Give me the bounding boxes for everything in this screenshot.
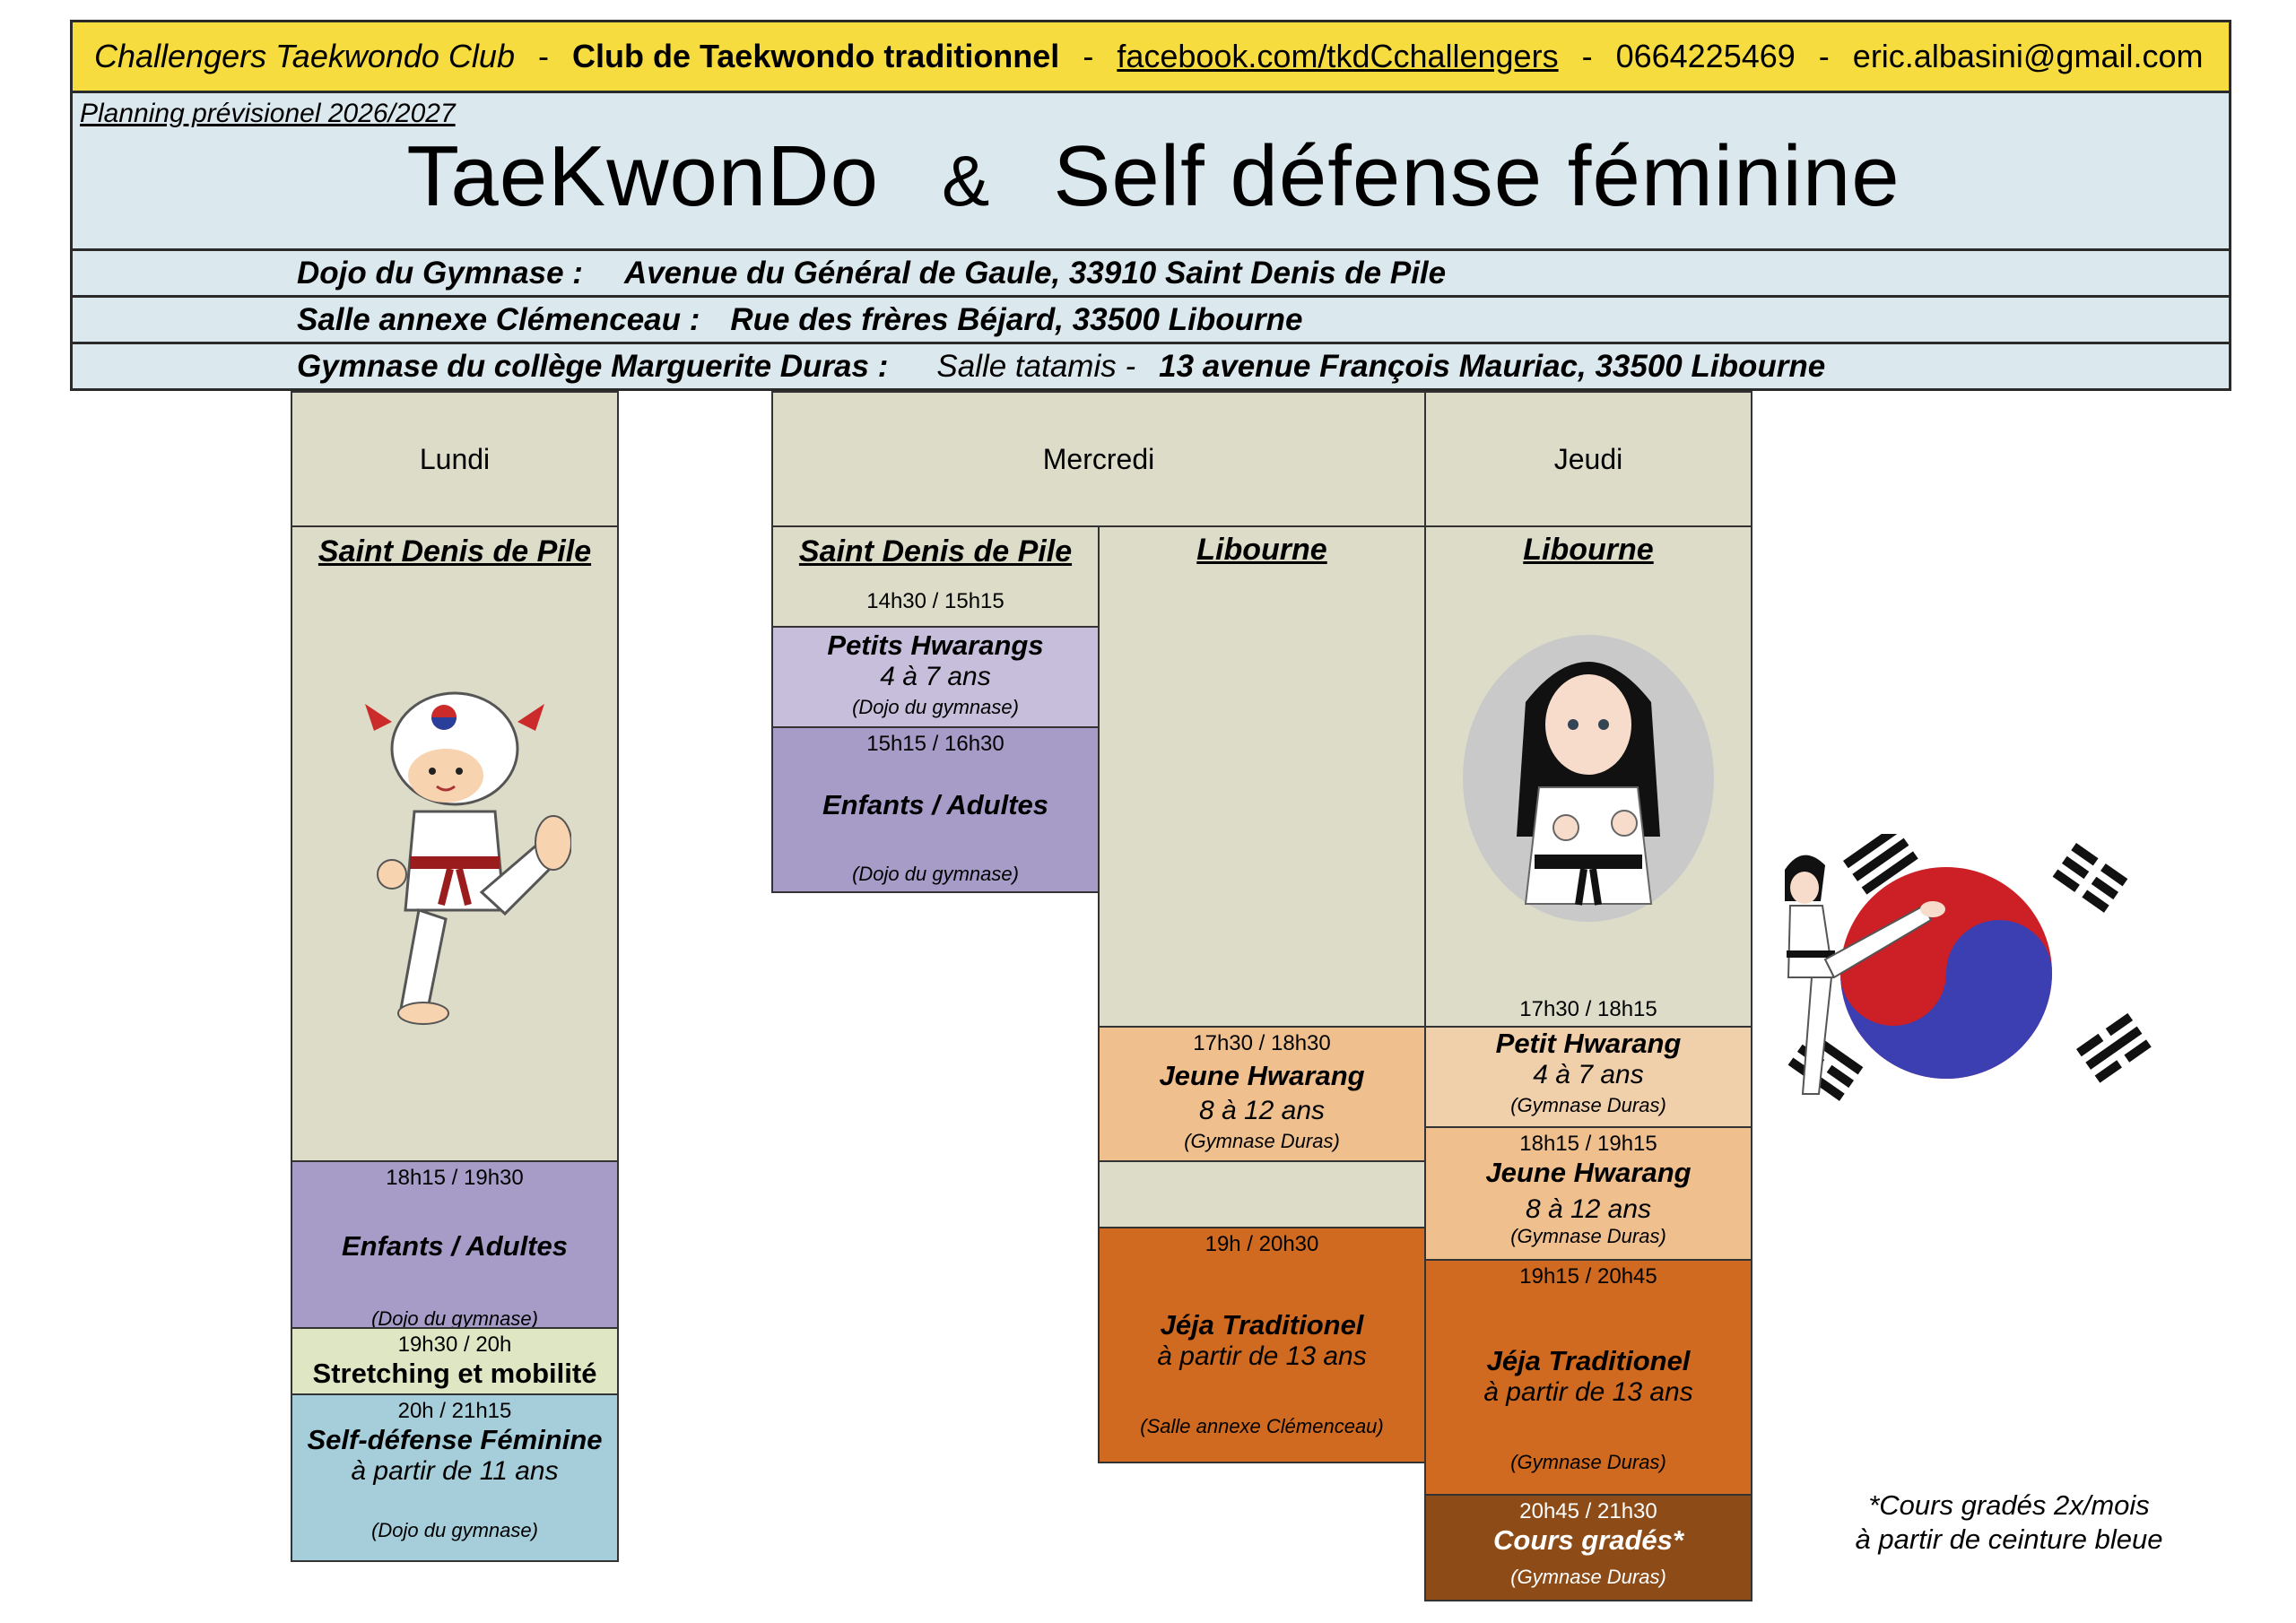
slot-age: 8 à 12 ans xyxy=(1525,1194,1652,1224)
footnote-line: à partir de ceinture bleue xyxy=(1855,1523,2163,1555)
address-text: 13 avenue François Mauriac, 33500 Libour… xyxy=(1159,348,1826,384)
class-slot: Petits Hwarangs 4 à 7 ans (Dojo du gymna… xyxy=(771,626,1100,728)
day-header-mercredi: Mercredi xyxy=(771,391,1426,527)
slot-time: 17h30 / 18h15 xyxy=(1519,997,1657,1021)
separator: - xyxy=(1581,38,1593,74)
slot-class-name: Jeune Hwarang xyxy=(1159,1060,1365,1091)
address-room: Salle tatamis - xyxy=(936,348,1136,384)
slot-place: (Dojo du gymnase) xyxy=(852,863,1019,885)
location-label: Saint Denis de Pile xyxy=(798,534,1073,568)
address-text: Rue des frères Béjard, 33500 Libourne xyxy=(730,301,1303,337)
address-row: Salle annexe Clémenceau : Rue des frères… xyxy=(70,298,2231,344)
title-left: TaeKwonDo xyxy=(406,128,880,224)
day-label: Jeudi xyxy=(1553,442,1623,475)
slot-time: 19h / 20h30 xyxy=(1205,1232,1319,1256)
slot-time: 18h15 / 19h30 xyxy=(386,1166,524,1190)
slot-age: 4 à 7 ans xyxy=(880,662,991,691)
column-lundi: Saint Denis de Pile xyxy=(291,525,619,1162)
class-slot: 19h / 20h30 Jéja Traditionel à partir de… xyxy=(1098,1227,1426,1463)
slot-class-name: Jéja Traditionel xyxy=(1486,1345,1691,1376)
location-label: Libourne xyxy=(1523,533,1654,567)
slot-place: (Gymnase Duras) xyxy=(1184,1130,1340,1152)
slot-class-name: Self-défense Féminine xyxy=(307,1424,603,1455)
header-bar: Challengers Taekwondo Club - Club de Tae… xyxy=(70,20,2231,93)
location-label: Saint Denis de Pile xyxy=(317,534,592,568)
taekwondo-girl-illustration xyxy=(1463,635,1714,922)
slot-class-name: Jeune Hwarang xyxy=(1485,1157,1692,1188)
footnote-line: *Cours gradés 2x/mois xyxy=(1868,1489,2150,1521)
phone-number: 0664225469 xyxy=(1615,38,1796,74)
separator: - xyxy=(1818,38,1830,74)
day-header-jeudi: Jeudi xyxy=(1424,391,1752,527)
class-slot: 17h30 / 18h30 Jeune Hwarang 8 à 12 ans (… xyxy=(1098,1026,1426,1162)
slot-place: (Dojo du gymnase) xyxy=(371,1519,538,1541)
day-label: Mercredi xyxy=(1042,442,1155,475)
slot-time: 20h / 21h15 xyxy=(397,1399,512,1423)
separator: - xyxy=(537,38,549,74)
class-slot: 19h30 / 20h Stretching et mobilité xyxy=(291,1327,619,1395)
slot-place: (Dojo du gymnase) xyxy=(852,696,1019,718)
class-slot: 19h15 / 20h45 Jéja Traditionel à partir … xyxy=(1424,1259,1752,1496)
footnote: *Cours gradés 2x/mois à partir de ceintu… xyxy=(1821,1488,2197,1557)
location-label: Libourne xyxy=(1196,533,1327,567)
address-text: Avenue du Général de Gaule, 33910 Saint … xyxy=(623,255,1447,291)
slot-place: (Gymnase Duras) xyxy=(1510,1566,1666,1588)
address-row: Gymnase du collège Marguerite Duras : Sa… xyxy=(70,344,2231,391)
class-slot: Petit Hwarang 4 à 7 ans (Gymnase Duras) xyxy=(1424,1026,1752,1128)
slot-age: à partir de 11 ans xyxy=(351,1456,559,1486)
class-slot: 20h / 21h15 Self-défense Féminine à part… xyxy=(291,1393,619,1562)
class-slot: 18h15 / 19h15 Jeune Hwarang 8 à 12 ans (… xyxy=(1424,1126,1752,1261)
slot-time: 19h15 / 20h45 xyxy=(1519,1264,1657,1289)
slot-age: à partir de 13 ans xyxy=(1157,1341,1367,1371)
slot-class-name: Cours gradés* xyxy=(1493,1524,1683,1556)
class-slot: 18h15 / 19h30 Enfants / Adultes (Dojo du… xyxy=(291,1160,619,1330)
day-label: Lundi xyxy=(419,442,491,475)
slot-time: 17h30 / 18h30 xyxy=(1193,1031,1331,1055)
slot-class-name: Enfants / Adultes xyxy=(341,1230,569,1262)
slot-age: à partir de 13 ans xyxy=(1483,1377,1693,1407)
club-name: Challengers Taekwondo Club xyxy=(94,38,515,74)
column-mercredi-sdp: Saint Denis de Pile 14h30 / 15h15 xyxy=(771,525,1100,628)
column-jeudi: Libourne 17h30 / 18h15 xyxy=(1424,525,1752,1028)
slot-place: (Gymnase Duras) xyxy=(1510,1451,1666,1473)
planning-label: Planning prévisionel 2026/2027 xyxy=(80,99,456,128)
title-right: Self défense féminine xyxy=(1053,128,1900,224)
main-title: TaeKwonDo&Self défense féminine xyxy=(73,127,2234,226)
title-box: Planning prévisionel 2026/2027 TaeKwonDo… xyxy=(70,93,2231,251)
empty-slot xyxy=(1098,1160,1426,1228)
email-address[interactable]: eric.albasini@gmail.com xyxy=(1852,38,2204,74)
slot-place: (Dojo du gymnase) xyxy=(371,1307,538,1330)
slot-place: (Gymnase Duras) xyxy=(1510,1094,1666,1116)
slot-time: 18h15 / 19h15 xyxy=(1519,1132,1657,1156)
day-header-lundi: Lundi xyxy=(291,391,619,527)
address-venue: Salle annexe Clémenceau : xyxy=(297,301,700,337)
slot-time: 15h15 / 16h30 xyxy=(866,732,1004,756)
slot-time: 14h30 / 15h15 xyxy=(866,589,1004,613)
slot-place: (Salle annexe Clémenceau) xyxy=(1140,1415,1384,1437)
slot-class-name: Stretching et mobilité xyxy=(312,1358,597,1389)
club-subtitle: Club de Taekwondo traditionnel xyxy=(571,38,1060,74)
kid-kicking-illustration xyxy=(365,691,571,1025)
address-row: Dojo du Gymnase : Avenue du Général de G… xyxy=(70,251,2231,298)
separator: - xyxy=(1083,38,1094,74)
slot-place: (Gymnase Duras) xyxy=(1510,1225,1666,1247)
slot-class-name: Enfants / Adultes xyxy=(822,789,1049,820)
slot-age: 8 à 12 ans xyxy=(1198,1096,1326,1125)
facebook-link[interactable]: facebook.com/tkdCchallengers xyxy=(1117,38,1559,74)
korean-flag-kick-illustration xyxy=(1785,834,2152,1101)
slot-time: 20h45 / 21h30 xyxy=(1519,1499,1657,1523)
class-slot: 15h15 / 16h30 Enfants / Adultes (Dojo du… xyxy=(771,726,1100,893)
address-venue: Dojo du Gymnase : xyxy=(297,255,583,291)
slot-class-name: Jéja Traditionel xyxy=(1160,1309,1364,1341)
title-ampersand: & xyxy=(942,141,991,221)
slot-age: 4 à 7 ans xyxy=(1533,1060,1644,1089)
slot-class-name: Petits Hwarangs xyxy=(827,629,1044,661)
class-slot: 20h45 / 21h30 Cours gradés* (Gymnase Dur… xyxy=(1424,1494,1752,1601)
column-mercredi-libourne: Libourne xyxy=(1098,525,1426,1028)
address-venue: Gymnase du collège Marguerite Duras : xyxy=(297,348,889,384)
slot-class-name: Petit Hwarang xyxy=(1495,1028,1682,1059)
slot-time: 19h30 / 20h xyxy=(397,1332,512,1357)
